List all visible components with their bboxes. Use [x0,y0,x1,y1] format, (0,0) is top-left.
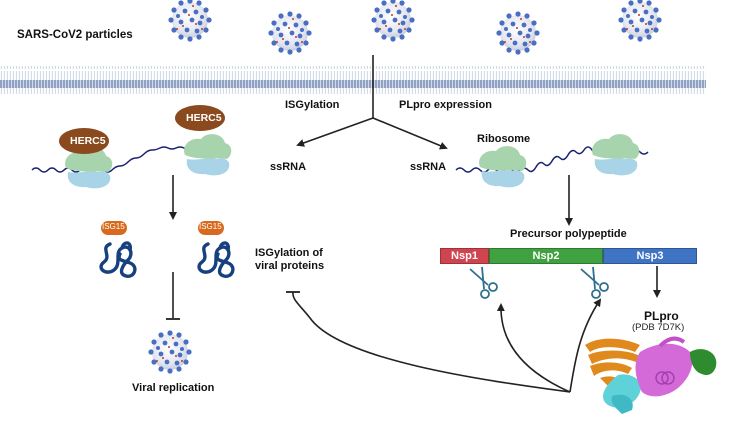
isg15-tag-icon [198,221,224,235]
plpro-expression-pathway-label: PLpro expression [399,99,492,111]
scissors-icon [469,266,498,299]
herc5-label: HERC5 [70,135,106,147]
viral-replication-label: Viral replication [132,382,215,394]
plpro-cleavage-arrow-1 [496,303,571,393]
precursor-polypeptide-label: Precursor polypeptide [510,228,627,240]
ribosome-icon [479,146,527,188]
nsp1-segment: Nsp1 [440,248,489,264]
ribosome-icon [592,134,640,176]
pdb-id-label: (PDB 7D7K) [632,322,685,333]
ribosome-icon [184,134,232,176]
nsp2-segment: Nsp2 [489,248,603,264]
viral-protein-coil-icon [99,241,137,278]
isgylation-of-label: ISGylation of [255,247,323,259]
ssrna-label-right: ssRNA [410,161,447,173]
deisgylation-inhibition-curve [292,291,571,393]
cell-membrane [0,66,706,94]
virus-particle-icon [148,330,192,374]
virus-particle-icon [371,0,415,42]
virus-particle-icon [496,11,540,55]
arrow-to-plpro-expression [372,117,448,150]
scissors-icon [580,266,609,299]
sars-cov2-particles-label: SARS-CoV2 particles [17,29,133,41]
ribosome-label: Ribosome [477,133,531,145]
arrow-to-isgylation [296,117,374,147]
ssrna-label-left: ssRNA [270,161,307,173]
isgylation-pathway-label: ISGylation [285,99,340,111]
virus-particle-icon [268,11,312,55]
virus-particle-icon [618,0,662,42]
plpro-cleavage-arrow-2 [569,298,602,393]
plpro-label: PLpro [644,309,679,323]
isg15-label: ISG15 [102,222,125,231]
virus-particle-icon [168,0,212,42]
ssrna-strand-left [31,146,209,173]
isg15-label: ISG15 [199,222,222,231]
viral-proteins-label: viral proteins [255,260,325,272]
herc5-protein-icon [59,128,109,154]
herc5-label: HERC5 [186,112,222,124]
herc5-protein-icon [175,105,225,131]
plpro-structure-icon [585,336,717,414]
nsp3-segment: Nsp3 [603,248,697,264]
viral-protein-coil-icon [197,241,235,278]
isg15-tag-icon [101,221,127,235]
